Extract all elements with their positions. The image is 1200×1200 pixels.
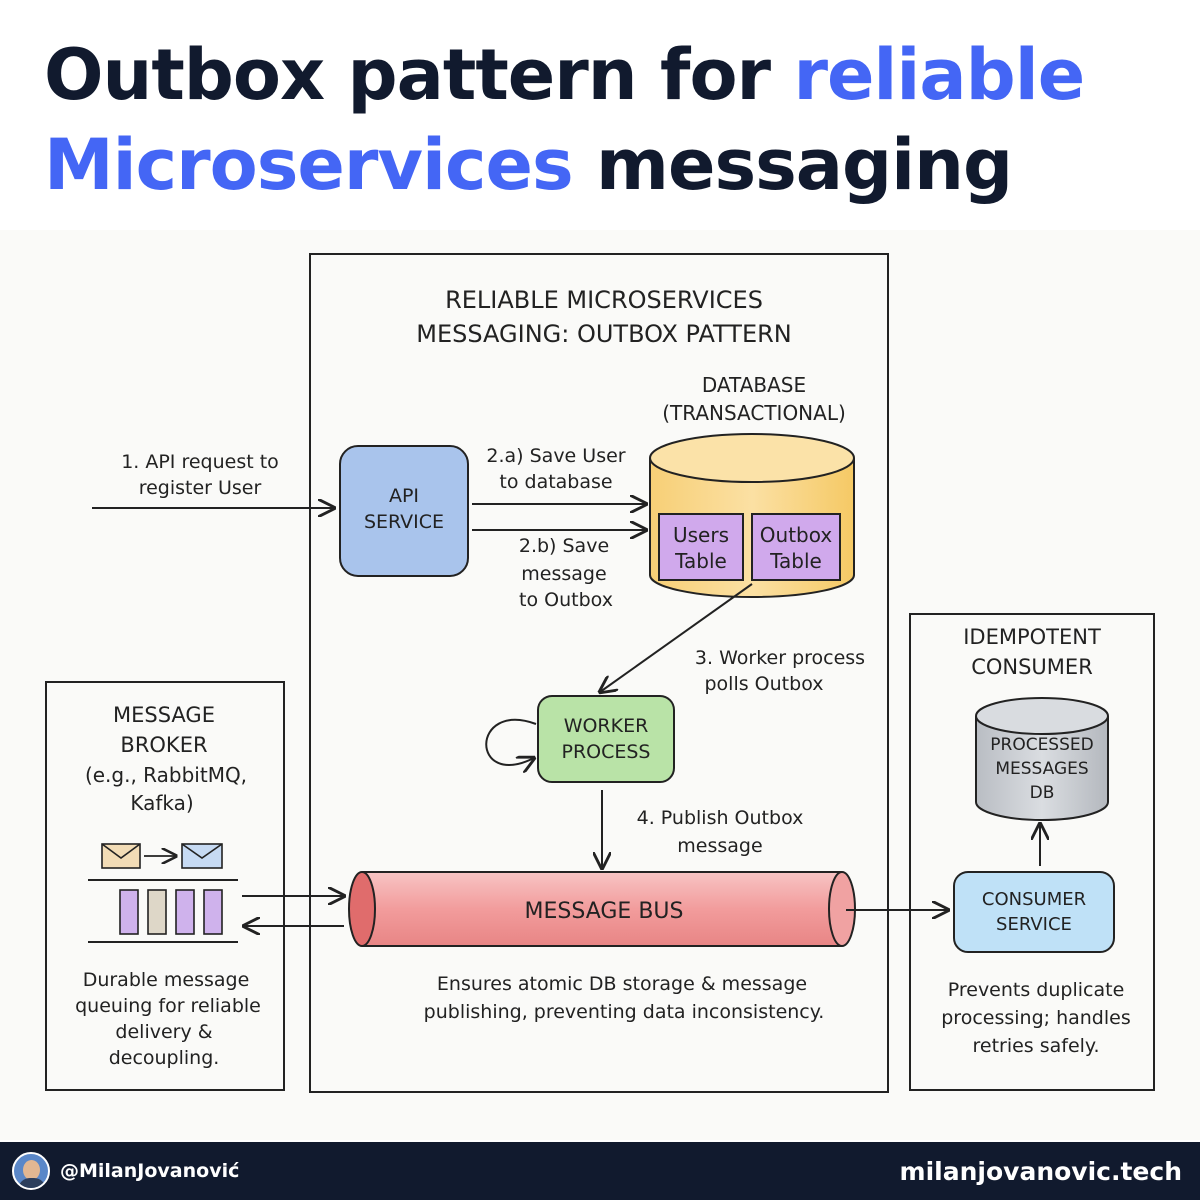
avatar — [12, 1152, 50, 1190]
envelope-icon — [101, 843, 141, 869]
outbox-diagram: RELIABLE MICROSERVICES MESSAGING: OUTBOX… — [45, 253, 1155, 1093]
consumer-note-line-3: retries safely. — [972, 1035, 1099, 1057]
diagram-title-line-2: MESSAGING: OUTBOX PATTERN — [416, 320, 792, 348]
database-label-line-1: DATABASE — [702, 373, 806, 397]
step1-line-2: register User — [139, 477, 262, 499]
broker-line-4: Kafka) — [130, 791, 193, 815]
bus-note-line-2: publishing, preventing data inconsistenc… — [424, 1001, 825, 1023]
processed-db-line-2: MESSAGES — [995, 759, 1088, 779]
api-service-line-1: API — [389, 485, 419, 507]
users-table-line-1: Users — [673, 523, 729, 547]
broker-line-1: MESSAGE — [113, 703, 215, 727]
queue-message-icon — [119, 889, 139, 935]
author-block: @MilanJovanović — [12, 1152, 239, 1190]
footer-bar: @MilanJovanović milanjovanovic.tech — [0, 1142, 1200, 1200]
broker-note-line-2: queuing for reliable — [75, 995, 261, 1017]
consumer-title-line-1: IDEMPOTENT — [963, 625, 1101, 649]
step4-line-1: 4. Publish Outbox — [637, 807, 804, 829]
step2b-line-3: to Outbox — [519, 589, 613, 611]
step3-line-1: 3. Worker process — [695, 647, 865, 669]
step2a-line-2: to database — [499, 471, 612, 493]
queue-message-icon — [147, 889, 167, 935]
diagram-title-line-1: RELIABLE MICROSERVICES — [445, 286, 763, 314]
broker-line-3: (e.g., RabbitMQ, — [85, 763, 247, 787]
headline-accent-microservices: Microservices — [44, 124, 574, 206]
step1-line-1: 1. API request to — [121, 451, 279, 473]
author-handle: @MilanJovanović — [60, 1160, 240, 1182]
idempotent-consumer-frame — [909, 613, 1155, 1091]
message-broker-frame — [45, 681, 285, 1091]
api-service-box — [339, 445, 469, 577]
processed-messages-db — [975, 697, 1109, 821]
worker-loop-arrow — [485, 718, 536, 765]
database-label-line-2: (TRANSACTIONAL) — [662, 401, 846, 425]
outbox-table-line-2: Table — [769, 549, 822, 573]
envelope-sent-icon — [181, 843, 223, 869]
step2a-line-1: 2.a) Save User — [486, 445, 625, 467]
processed-db-line-3: DB — [1030, 783, 1055, 803]
worker-line-1: WORKER — [564, 715, 649, 737]
outbox-table-line-1: Outbox — [760, 523, 833, 547]
broker-note-line-1: Durable message — [83, 969, 250, 991]
website-label: milanjovanovic.tech — [899, 1156, 1182, 1186]
step2b-line-2: message — [521, 563, 606, 585]
broker-note-line-3: delivery & — [115, 1021, 212, 1043]
headline-part-1: Outbox pattern for — [44, 34, 794, 116]
api-service-line-2: SERVICE — [364, 511, 444, 533]
headline-part-4: messaging — [572, 124, 1013, 206]
consumer-title-line-2: CONSUMER — [971, 655, 1093, 679]
step4-line-2: message — [677, 835, 762, 857]
broker-line-2: BROKER — [120, 733, 207, 757]
users-table — [658, 513, 744, 581]
worker-line-2: PROCESS — [561, 741, 650, 763]
worker-process-box — [537, 695, 675, 783]
consumer-service-line-1: CONSUMER — [982, 889, 1086, 910]
outbox-table — [751, 513, 841, 581]
queue-message-icon — [203, 889, 223, 935]
consumer-service-line-2: SERVICE — [996, 914, 1072, 935]
headline-accent-reliable: reliable — [793, 34, 1085, 116]
broker-note-line-4: decoupling. — [109, 1047, 220, 1069]
central-frame — [309, 253, 889, 1093]
bus-note-line-1: Ensures atomic DB storage & message — [437, 973, 807, 995]
step2b-line-1: 2.b) Save — [519, 535, 609, 557]
consumer-note-line-2: processing; handles — [941, 1007, 1131, 1029]
step3-line-2: polls Outbox — [705, 673, 824, 695]
queue-message-icon — [175, 889, 195, 935]
users-table-line-2: Table — [674, 549, 727, 573]
consumer-service-box — [953, 871, 1115, 953]
message-bus-tube — [348, 871, 856, 947]
processed-db-line-1: PROCESSED — [990, 735, 1093, 755]
consumer-note-line-1: Prevents duplicate — [948, 979, 1125, 1001]
step3-arrow — [600, 583, 753, 692]
diagram-canvas: RELIABLE MICROSERVICES MESSAGING: OUTBOX… — [0, 230, 1200, 1140]
message-bus-label: MESSAGE BUS — [525, 899, 684, 924]
